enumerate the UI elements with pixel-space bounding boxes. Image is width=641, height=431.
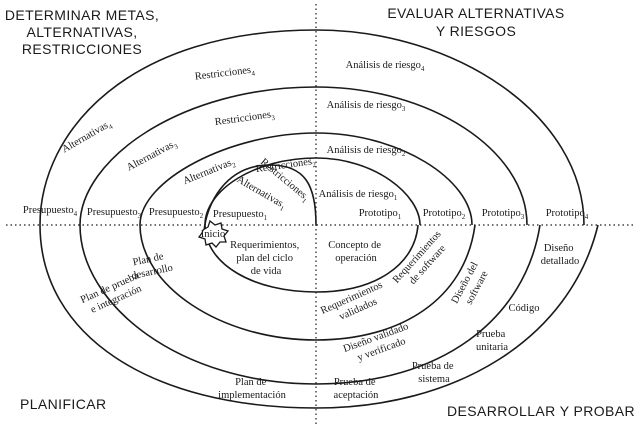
label-restricciones-4: Restricciones4 [194,64,256,84]
label-presupuesto-2: Presupuesto2 [149,207,204,220]
label-analisis-riesgo-4: Análisis de riesgo4 [346,60,425,73]
spiral-ring-inner [203,164,317,233]
label-prueba-aceptacion: Prueba de aceptación [334,377,380,401]
start-burst-icon [197,219,230,248]
label-prototipo-4: Prototipo4 [546,208,589,221]
label-prueba-sistema: Prueba de sistema [412,361,456,385]
label-alternativas-4: Alternativas4 [60,118,114,157]
label-presupuesto-1: Presupuesto1 [213,209,268,222]
label-analisis-riesgo-3: Análisis de riesgo3 [327,100,406,113]
label-alternativas-3: Alternativas3 [125,138,180,175]
label-presupuesto-4: Presupuesto4 [23,205,78,218]
label-analisis-riesgo-1: Análisis de riesgo1 [319,189,398,202]
quadrant-title-bottom-left: PLANIFICAR [20,396,106,412]
spiral-ring-3 [79,86,541,385]
label-requerimientos-validados: Requerimientos validados [319,279,392,329]
label-requerimientos-plan: Requerimientos, plan del ciclo de vida [230,240,302,277]
start-badge: Inicio [197,219,230,248]
quadrant-title-top-right-line1: EVALUAR ALTERNATIVAS [387,5,564,21]
label-diseno-validado: Diseño validado y verificado [342,320,417,367]
start-label: Inicio [201,229,226,240]
quadrant-title-top-left-line2: ALTERNATIVAS, [27,24,138,40]
label-concepto-operacion: Concepto de operación [328,240,383,264]
label-requerimientos-software: Requerimientos de software [391,227,455,294]
label-prototipo-3: Prototipo3 [482,208,525,221]
quadrant-title-top-left-line3: RESTRICCIONES [22,41,142,57]
spiral-ring-2 [139,132,476,341]
label-prototipo-2: Prototipo2 [423,208,466,221]
label-prototipo-1: Prototipo1 [359,208,402,221]
quadrant-title-top-left-line1: DETERMINAR METAS, [5,7,159,23]
label-restricciones-3: Restricciones3 [214,109,276,130]
quadrant-title-bottom-right: DESARROLLAR Y PROBAR [447,403,635,419]
quadrant-title-top-right-line2: Y RIESGOS [436,23,516,39]
label-prueba-unitaria: Prueba unitaria [476,329,508,353]
spiral-ring-outer [39,29,599,409]
label-plan-implementacion: Plan de implementación [218,377,286,401]
label-analisis-riesgo-2: Análisis de riesgo2 [327,145,406,158]
label-diseno-software: Diseño del software [450,258,494,311]
label-codigo: Código [509,303,540,314]
label-presupuesto-3: Presupuesto3 [87,207,142,220]
label-plan-prueba: Plan de prueba e integración [79,269,148,317]
label-diseno-detallado: Diseño detallado [541,243,579,267]
